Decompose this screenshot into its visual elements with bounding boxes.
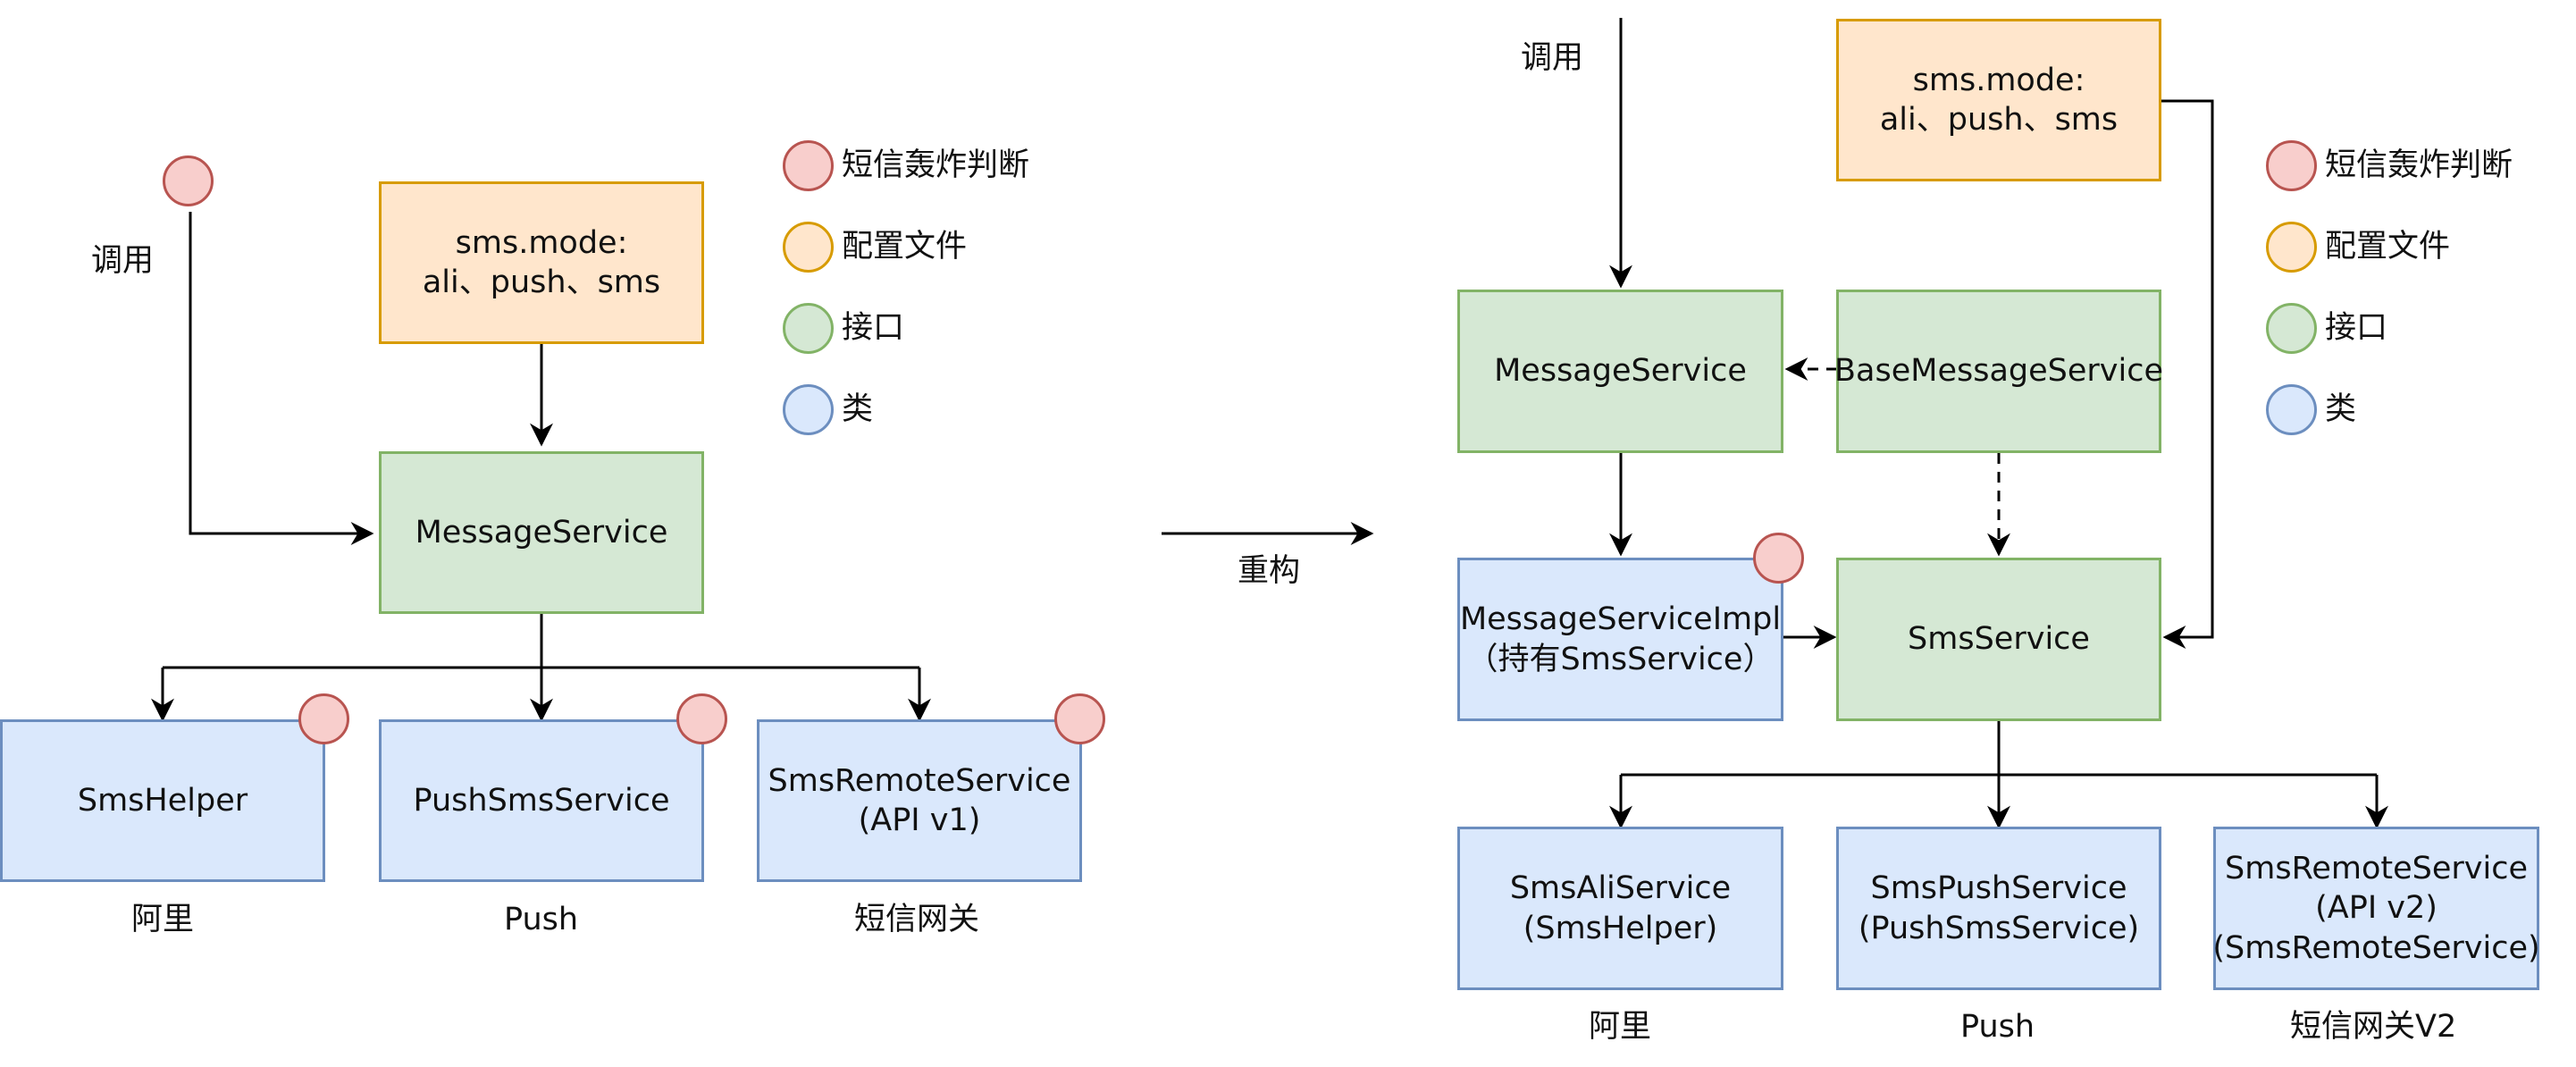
right-config-box: sms.mode: ali、push、sms [1836,19,2161,181]
left-legend-class-label: 类 [842,391,874,427]
right-smspushservice: SmsPushService (PushSmsService) [1836,827,2161,990]
left-smsremoteservice: SmsRemoteService (API v1) [757,719,1082,882]
right-legend-class-label: 类 [2325,391,2357,427]
left-legend-interface-label: 接口 [842,310,905,346]
left-pushsmsservice: PushSmsService [379,719,704,882]
right-legend-check-label: 短信轰炸判断 [2325,147,2513,183]
left-legend-blue-dot [783,384,834,435]
left-pushsmsservice-caption: Push [504,902,579,937]
left-message-service: MessageService [379,451,704,614]
right-legend-interface-label: 接口 [2325,310,2388,346]
left-smshelper-caption: 阿里 [131,902,195,937]
left-legend-red-dot [783,140,834,191]
right-message-service-impl: MessageServiceImpl （持有SmsService） [1457,558,1783,721]
right-call-label: 调用 [1521,40,1584,76]
left-config-box: sms.mode: ali、push、sms [379,181,704,344]
left-smshelper-check-marker [298,693,349,744]
right-legend-config-label: 配置文件 [2325,229,2451,265]
right-message-service: MessageService [1457,290,1783,453]
right-smsremoteservice-caption: 短信网关V2 [2290,1009,2457,1045]
right-sms-service: SmsService [1836,558,2161,721]
left-call-label: 调用 [91,243,155,279]
right-legend-orange-dot [2266,222,2317,273]
left-smsremoteservice-check-marker [1054,693,1105,744]
right-smsaliservice-caption: 阿里 [1589,1009,1652,1045]
refactor-label: 重构 [1238,553,1301,589]
edge-call-to-message-service [189,212,374,545]
left-call-check-marker [163,155,214,206]
left-legend-orange-dot [783,222,834,273]
left-legend-green-dot [783,303,834,354]
right-legend-blue-dot [2266,384,2317,435]
right-smsaliservice: SmsAliService (SmsHelper) [1457,827,1783,990]
left-pushsmsservice-check-marker [676,693,727,744]
left-smshelper: SmsHelper [0,719,325,882]
left-legend-config-label: 配置文件 [842,229,968,265]
right-legend-green-dot [2266,303,2317,354]
right-smsremoteservice: SmsRemoteService (API v2) (SmsRemoteServ… [2212,827,2540,990]
edge-config-to-sms-service [2161,99,2214,649]
right-base-message-service: BaseMessageService [1834,290,2163,453]
left-legend-check-label: 短信轰炸判断 [842,147,1030,183]
right-legend-red-dot [2266,140,2317,191]
right-smspushservice-caption: Push [1960,1009,2035,1045]
left-smsremoteservice-caption: 短信网关 [854,902,980,937]
right-impl-check-marker [1753,533,1804,584]
